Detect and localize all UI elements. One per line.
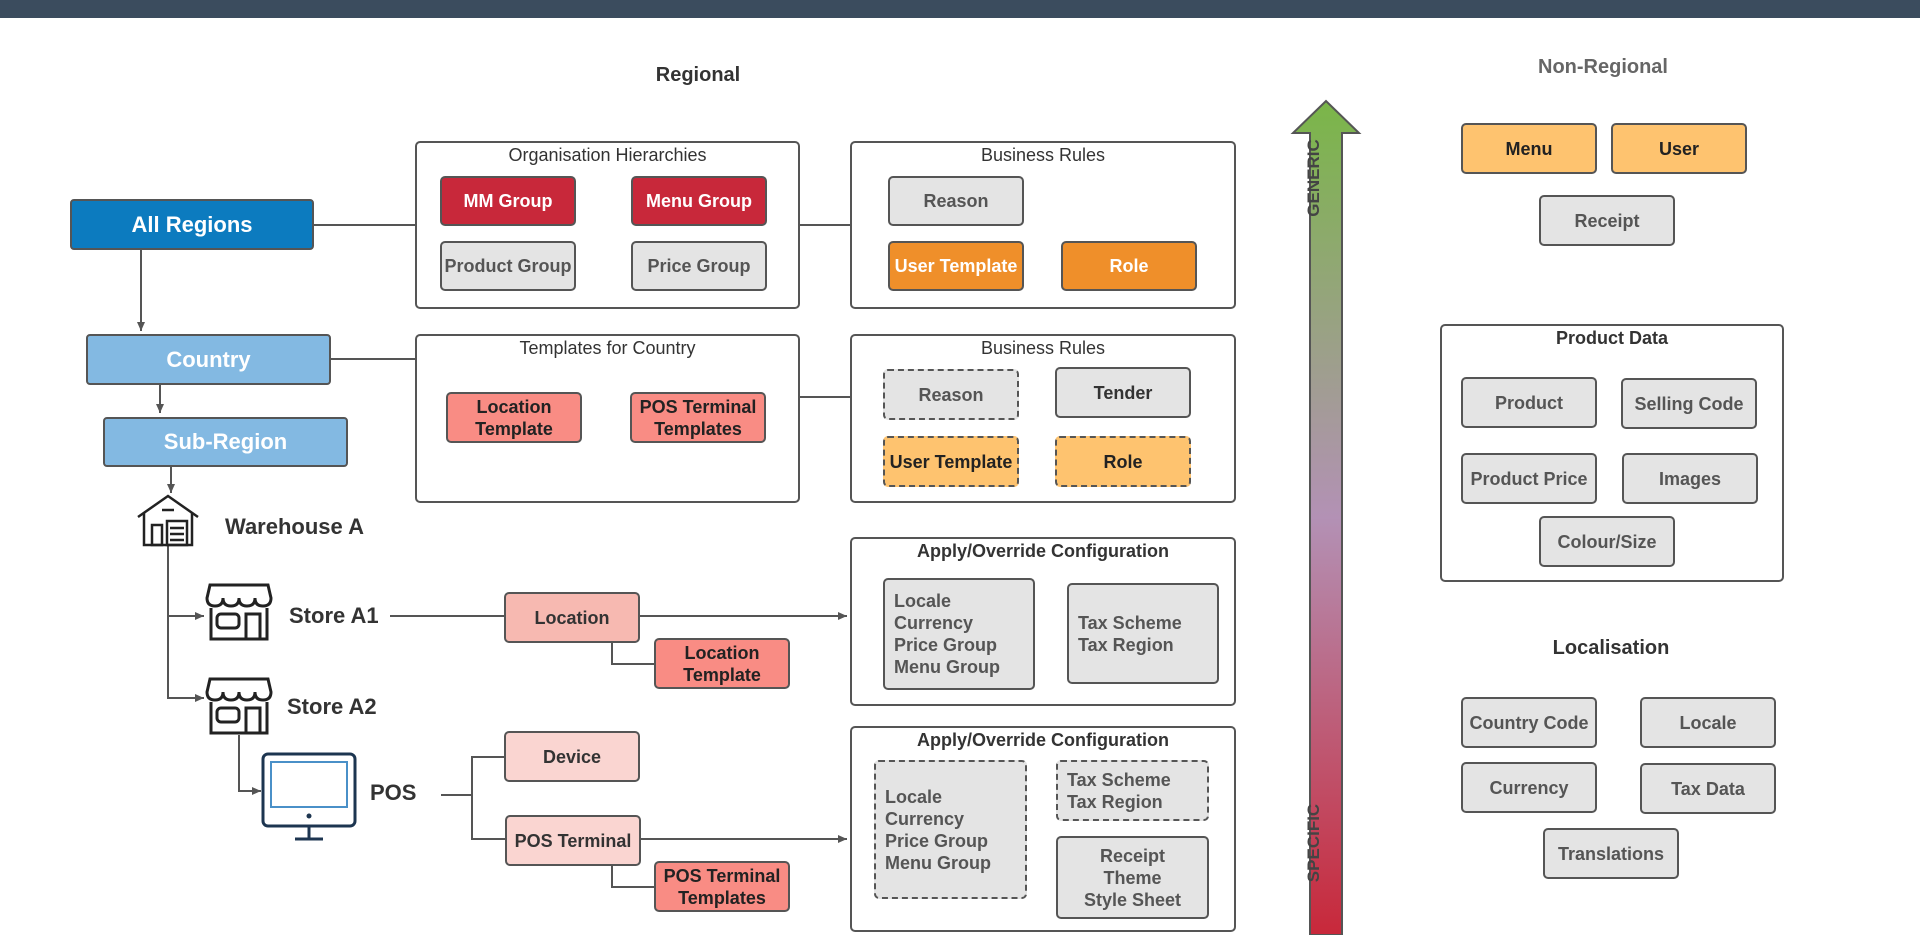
user-template-box-2[interactable]: User Template — [883, 436, 1019, 487]
product-box[interactable]: Product — [1461, 377, 1597, 428]
menu-box[interactable]: Menu — [1461, 123, 1597, 174]
mm-group-box[interactable]: MM Group — [440, 176, 576, 226]
store-a1-label: Store A1 — [289, 603, 379, 628]
all-regions-node[interactable]: All Regions — [70, 199, 314, 250]
colour-size-box[interactable]: Colour/Size — [1539, 516, 1675, 567]
pos-terminal-templates-box[interactable]: POS Terminal Templates — [654, 861, 790, 912]
warehouse-label: Warehouse A — [225, 514, 364, 539]
templates-for-country-title: Templates for Country — [519, 338, 696, 358]
reason-box-1[interactable]: Reason — [888, 176, 1024, 226]
apply-override-title-1: Apply/Override Configuration — [916, 541, 1170, 561]
user-box[interactable]: User — [1611, 123, 1747, 174]
top-bar — [0, 0, 1920, 18]
tax-data-box[interactable]: Tax Data — [1640, 763, 1776, 814]
organisation-hierarchies-title: Organisation Hierarchies — [508, 145, 707, 165]
user-template-box-1[interactable]: User Template — [888, 241, 1024, 291]
location-template-box[interactable]: Location Template — [654, 638, 790, 689]
specific-label: SPECIFIC — [1304, 803, 1323, 883]
regional-heading: Regional — [655, 64, 741, 86]
business-rules-title-2: Business Rules — [980, 338, 1106, 358]
arrow-warehouse-storea2 — [167, 545, 204, 702]
apply-override-title-2: Apply/Override Configuration — [916, 730, 1170, 750]
sub-region-node[interactable]: Sub-Region — [103, 417, 348, 467]
non-regional-heading: Non-Regional — [1538, 56, 1668, 78]
generic-label: GENERIC — [1304, 139, 1323, 217]
store-a2-icon — [205, 677, 273, 735]
config-1-tax-box[interactable]: Tax Scheme Tax Region — [1067, 583, 1219, 684]
role-box-2[interactable]: Role — [1055, 436, 1191, 487]
business-rules-title-1: Business Rules — [980, 145, 1106, 165]
warehouse-icon — [137, 494, 199, 547]
config-1-locale-currency-box[interactable]: Locale Currency Price Group Menu Group — [883, 578, 1035, 690]
localisation-heading: Localisation — [1552, 637, 1670, 659]
pos-label: POS — [370, 780, 417, 805]
store-a2-label: Store A2 — [287, 694, 377, 719]
images-box[interactable]: Images — [1622, 453, 1758, 504]
country-code-box[interactable]: Country Code — [1461, 697, 1597, 748]
menu-group-box[interactable]: Menu Group — [631, 176, 767, 226]
country-pos-terminal-templates-box[interactable]: POS Terminal Templates — [630, 392, 766, 443]
arrow-storea2-pos — [238, 735, 261, 795]
locale-box[interactable]: Locale — [1640, 697, 1776, 748]
selling-code-box[interactable]: Selling Code — [1621, 378, 1757, 429]
reason-box-2[interactable]: Reason — [883, 369, 1019, 420]
config-2-locale-currency-box[interactable]: Locale Currency Price Group Menu Group — [874, 760, 1027, 899]
currency-box[interactable]: Currency — [1461, 762, 1597, 813]
product-group-box[interactable]: Product Group — [440, 241, 576, 291]
product-data-title: Product Data — [1555, 328, 1669, 348]
device-box[interactable]: Device — [504, 731, 640, 782]
country-node[interactable]: Country — [86, 334, 331, 385]
role-box-1[interactable]: Role — [1061, 241, 1197, 291]
store-a1-icon — [205, 583, 273, 641]
generic-specific-scale-arrow — [1290, 99, 1362, 935]
config-2-receipt-theme-box[interactable]: Receipt Theme Style Sheet — [1056, 836, 1209, 919]
config-2-tax-box[interactable]: Tax Scheme Tax Region — [1056, 760, 1209, 821]
pos-terminal-box[interactable]: POS Terminal — [505, 815, 641, 866]
price-group-box[interactable]: Price Group — [631, 241, 767, 291]
receipt-box[interactable]: Receipt — [1539, 195, 1675, 246]
translations-box[interactable]: Translations — [1543, 828, 1679, 879]
country-location-template-box[interactable]: Location Template — [446, 392, 582, 443]
location-box[interactable]: Location — [504, 592, 640, 643]
tender-box[interactable]: Tender — [1055, 367, 1191, 418]
product-price-box[interactable]: Product Price — [1461, 453, 1597, 504]
pos-monitor-icon — [261, 752, 357, 841]
